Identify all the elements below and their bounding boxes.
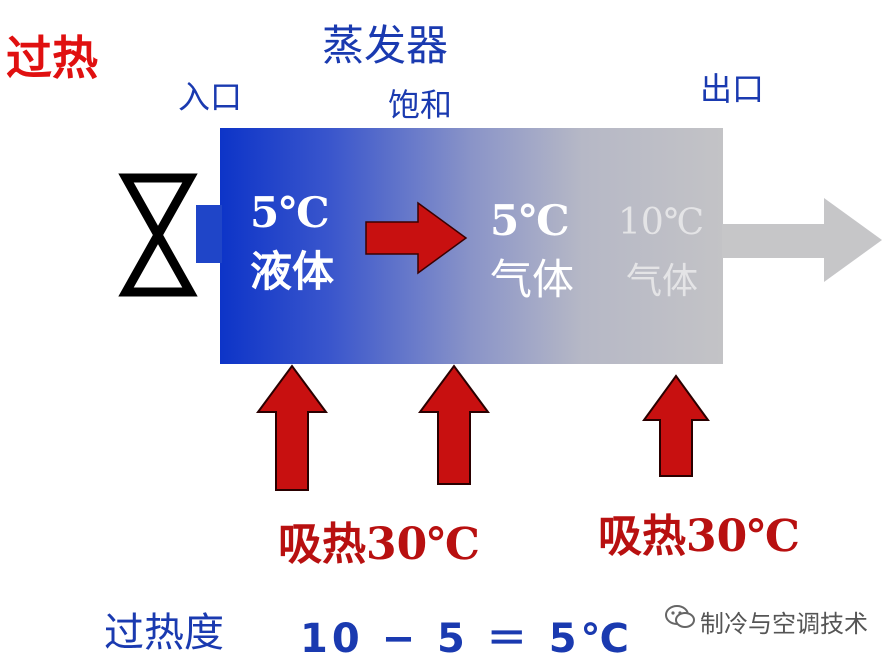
state-1-phase: 液体: [250, 247, 335, 296]
evaporator-title: 蒸发器: [322, 21, 449, 70]
state-3-phase: 气体: [626, 261, 699, 302]
expansion-valve-icon: [118, 173, 198, 297]
heat-absorb-left: 吸热30℃: [278, 519, 480, 570]
flow-arrow: [365, 201, 468, 275]
saturation-label: 饱和: [388, 86, 453, 124]
superheat-expression: 10 − 5 ＝ 5℃: [300, 616, 633, 662]
state-3-temp: 10℃: [618, 202, 705, 243]
outlet-arrow: [722, 198, 882, 282]
heat-arrow-1: [256, 364, 328, 491]
watermark: 制冷与空调技术: [700, 610, 868, 638]
heat-arrow-3: [642, 374, 710, 477]
outlet-label: 出口: [700, 70, 765, 108]
wechat-icon: [665, 605, 695, 628]
state-1-temp: 5℃: [250, 188, 330, 237]
evaporator-box: [220, 128, 723, 364]
state-2-phase: 气体: [490, 255, 575, 304]
heat-arrow-2: [418, 364, 490, 485]
diagram-title-left: 过热: [6, 31, 98, 85]
inlet-pipe: [196, 205, 222, 263]
superheat-label: 过热度: [104, 610, 224, 656]
heat-absorb-right: 吸热30℃: [598, 511, 800, 562]
inlet-label: 入口: [178, 78, 243, 116]
state-2-temp: 5℃: [490, 196, 570, 245]
